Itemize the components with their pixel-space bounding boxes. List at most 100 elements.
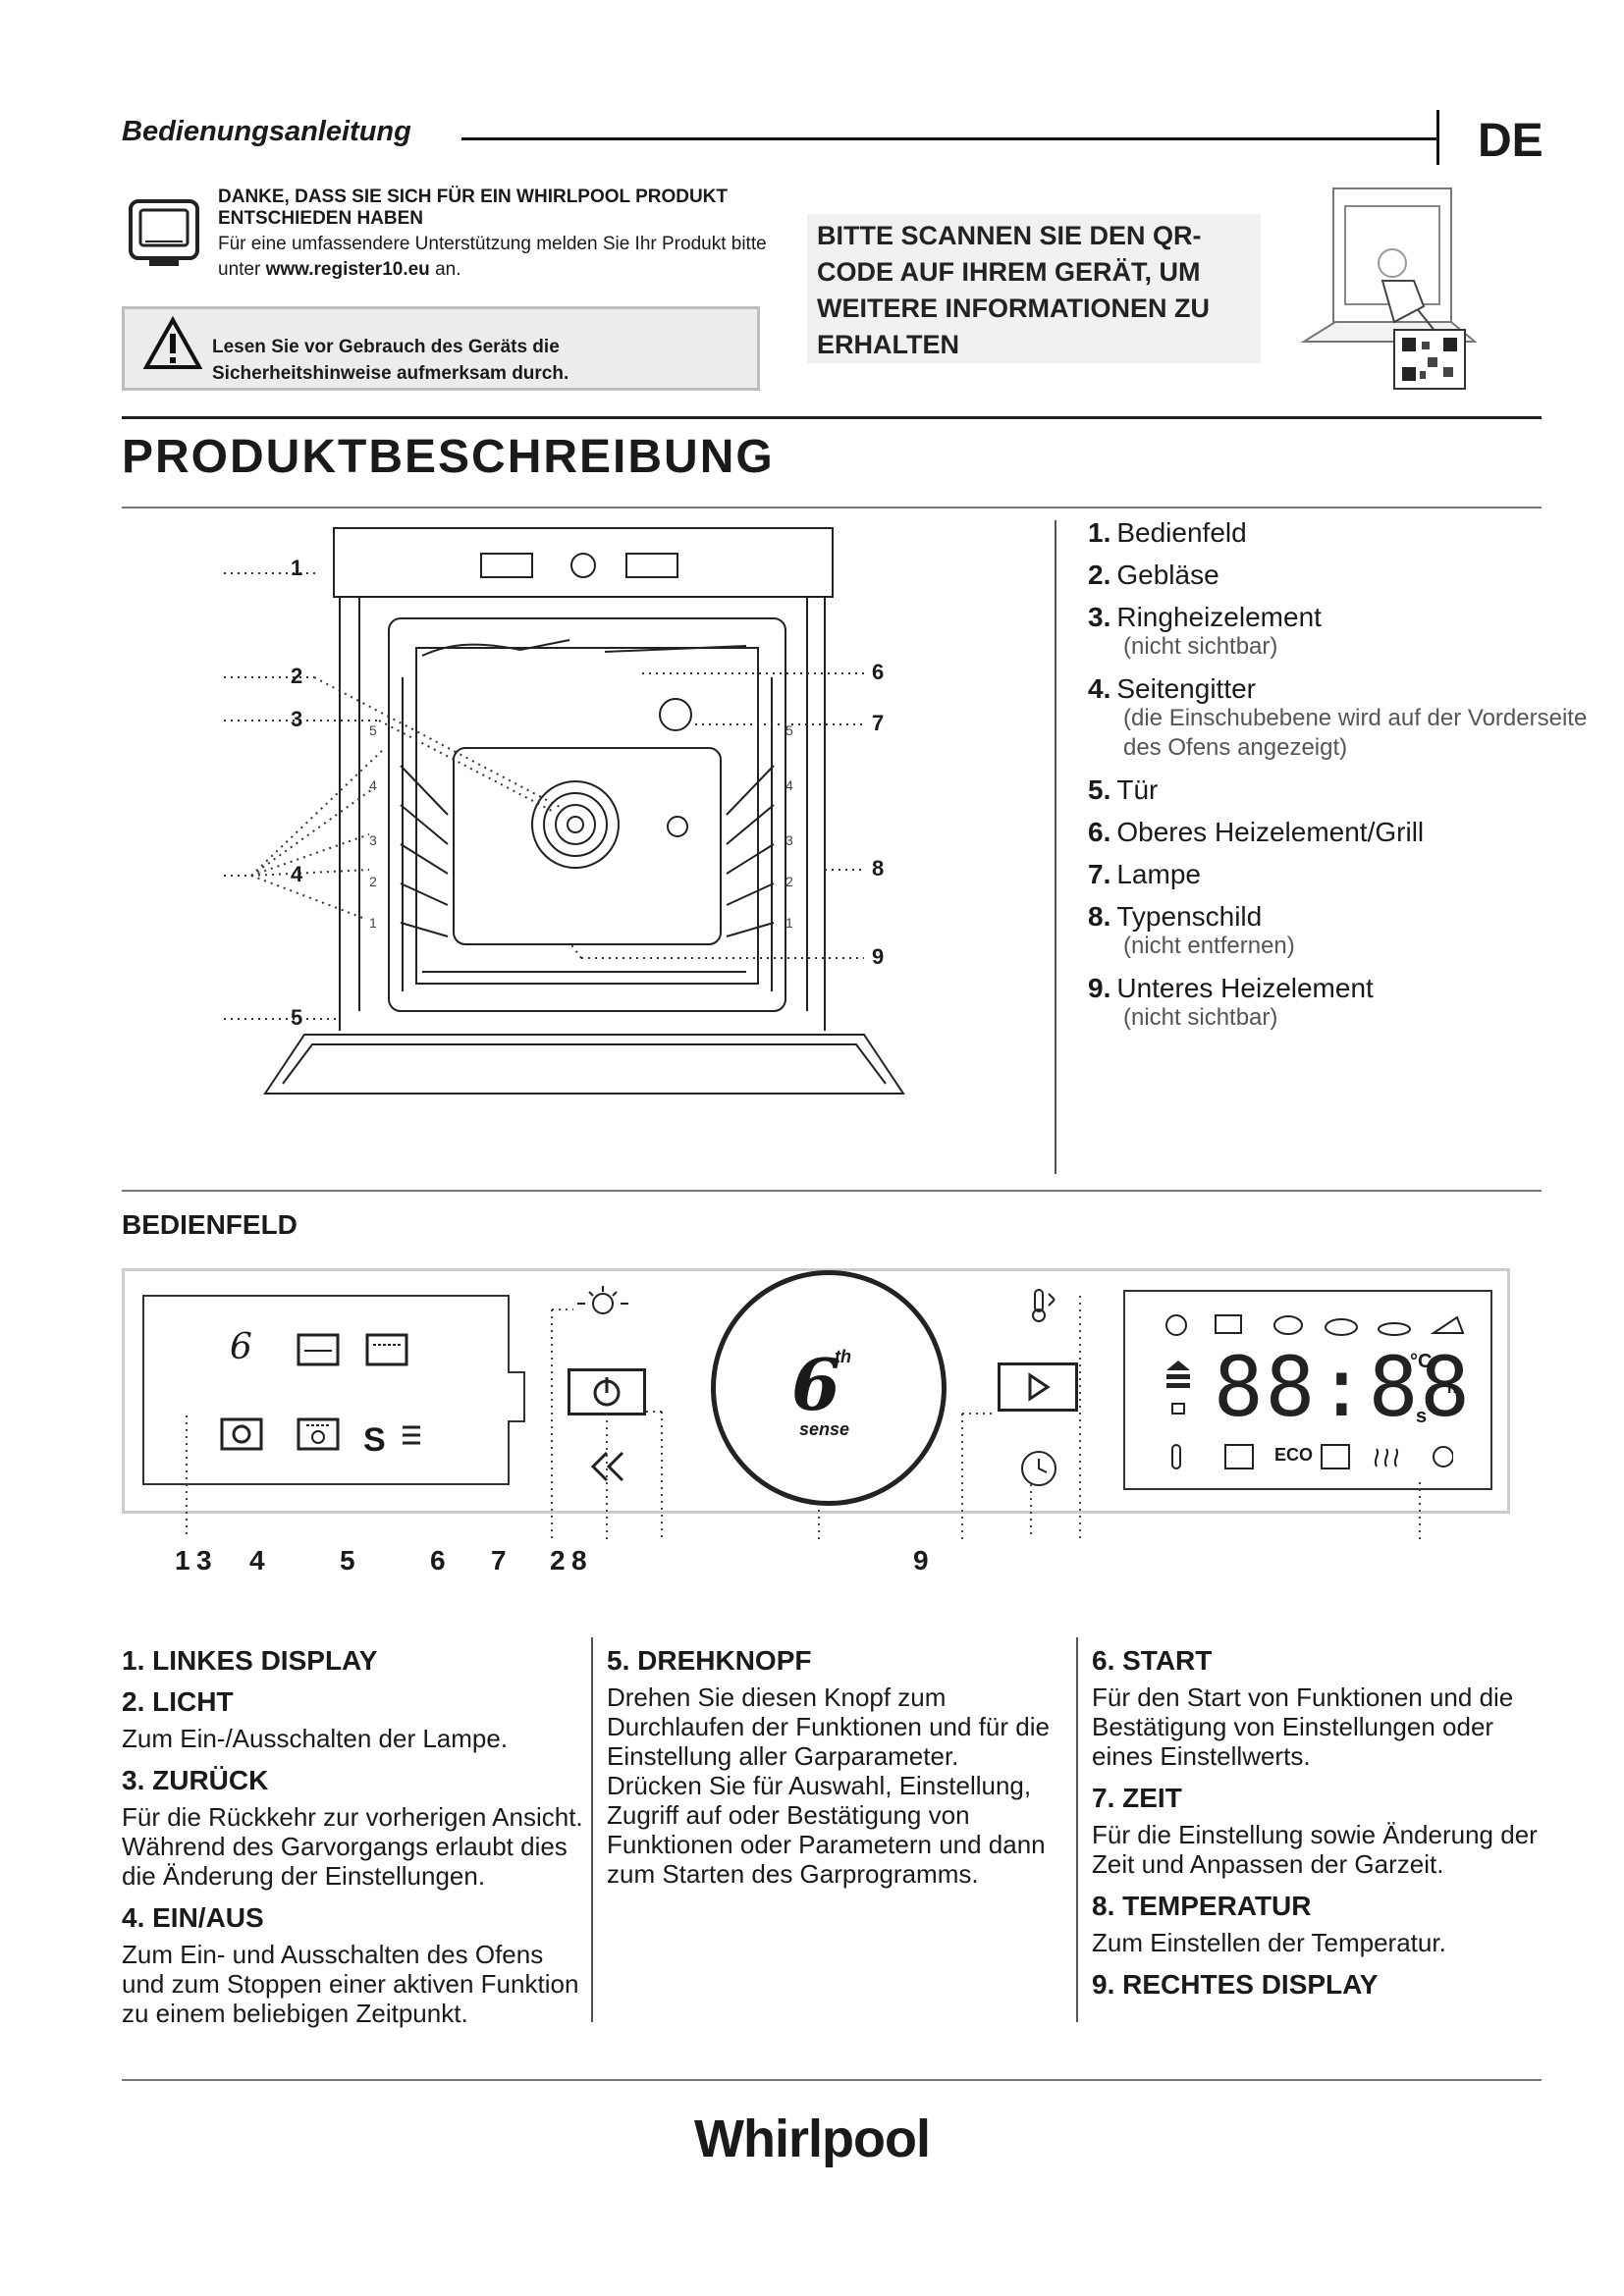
rack-level-left: 5 — [369, 722, 377, 738]
document-label: Bedienungsanleitung — [122, 116, 411, 147]
panel-number: 4 — [249, 1545, 265, 1575]
callout-5: 5 — [291, 1005, 303, 1030]
desc-text: Für den Start von Funktionen und die Bes… — [1092, 1682, 1514, 1771]
panel-number: 9 — [913, 1545, 929, 1575]
rotary-knob[interactable] — [711, 1270, 947, 1506]
callout-4: 4 — [291, 862, 303, 886]
clock-icon[interactable] — [1017, 1447, 1060, 1490]
sixth-sense-small-icon: 6 — [230, 1327, 252, 1367]
register-link[interactable]: www.register10.eu — [265, 259, 430, 280]
callout-3: 3 — [291, 707, 303, 731]
thermometer-icon — [1032, 1289, 1056, 1322]
product-section-title: PRODUKTBESCHREIBUNG — [122, 431, 775, 483]
oven-diagram — [224, 527, 905, 1095]
callout-7: 7 — [872, 711, 885, 735]
legend-item: 2.Gebläse — [1088, 560, 1219, 590]
product-rule-bottom — [122, 1190, 1542, 1192]
rack-level-left: 4 — [369, 777, 377, 793]
knob-label-word: sense — [799, 1419, 850, 1439]
panel-callout-lines — [186, 1296, 1421, 1539]
start-button[interactable] — [998, 1362, 1078, 1412]
function-icons-row — [1171, 1444, 1453, 1469]
panel-number: 5 — [340, 1545, 355, 1575]
panel-section-title: BEDIENFELD — [122, 1209, 298, 1240]
left-display[interactable] — [139, 1292, 528, 1488]
desc-heading: 1. LINKES DISPLAY — [122, 1645, 378, 1676]
desc-divider — [1076, 1637, 1078, 2022]
monitor-icon — [129, 199, 199, 266]
rack-level-right: 4 — [785, 777, 793, 793]
thanks-title: DANKE, DASS SIE SICH FÜR EIN WHIRLPOOL P… — [218, 187, 729, 229]
section-rule — [122, 416, 1542, 419]
desc-heading: 4. EIN/AUS — [122, 1902, 264, 1933]
thanks-body: Für eine umfassendere Unterstützung meld… — [218, 234, 767, 280]
legend-item: 5.Tür — [1088, 774, 1159, 805]
knob-label-number: 6 — [791, 1343, 841, 1426]
whirlpool-logo: Whirlpool — [694, 2109, 931, 2168]
panel-number: 6 — [430, 1545, 446, 1575]
rack-level-right: 3 — [785, 832, 793, 848]
callout-8: 8 — [872, 856, 885, 881]
panel-numbers: 1 3 4 5 6 7 2 8 9 — [122, 1545, 1005, 1584]
rack-level-left: 3 — [369, 832, 377, 848]
callout-2: 2 — [291, 664, 303, 688]
level-bars-icon — [1166, 1361, 1190, 1415]
panel-number: 2 — [550, 1545, 566, 1575]
desc-heading: 9. RECHTES DISPLAY — [1092, 1969, 1379, 2000]
callout-6: 6 — [872, 660, 885, 684]
power-icon — [593, 1377, 621, 1407]
s-menu-icon: S — [363, 1421, 386, 1459]
description-column-2: 5. DREHKNOPF Drehen Sie diesen Knopf zum… — [607, 1637, 1060, 1898]
rack-level-right: 1 — [785, 915, 793, 931]
right-display[interactable] — [1123, 1290, 1492, 1490]
legend-item: 3.Ringheizelement(nicht sichtbar) — [1088, 602, 1322, 661]
product-legend: 1.Bedienfeld 2.Gebläse 3.Ringheizelement… — [1088, 518, 1598, 1045]
desc-heading: 3. ZURÜCK — [122, 1765, 269, 1795]
control-panel — [122, 1268, 1510, 1514]
callout-1: 1 — [291, 556, 303, 580]
footer-rule — [122, 2079, 1542, 2081]
unit-seconds: s — [1416, 1406, 1428, 1427]
desc-text: Für die Einstellung sowie Änderung der Z… — [1092, 1820, 1538, 1879]
desc-text: Zum Einstellen der Temperatur. — [1092, 1928, 1446, 1957]
desc-text: Drehen Sie diesen Knopf zum Durchlaufen … — [607, 1682, 1050, 1889]
legend-item: 8.Typenschild(nicht entfernen) — [1088, 901, 1295, 960]
legend-item: 4.Seitengitter(die Einschubebene wird au… — [1088, 673, 1588, 762]
desc-divider — [591, 1637, 593, 2022]
panel-number: 7 — [491, 1545, 507, 1575]
panel-number: 8 — [571, 1545, 587, 1575]
safety-warning-box — [122, 306, 760, 391]
desc-heading: 8. TEMPERATUR — [1092, 1891, 1312, 1921]
lightbulb-icon — [577, 1286, 628, 1314]
rack-level-right: 2 — [785, 874, 793, 889]
qr-info-text: BITTE SCANNEN SIE DEN QR-CODE AUF IHREM … — [817, 221, 1210, 359]
desc-text: Zum Ein- und Ausschalten des Ofens und z… — [122, 1940, 579, 2028]
knob-label-sup: th — [835, 1347, 851, 1366]
rack-level-right: 5 — [785, 722, 793, 738]
thanks-suffix: an. — [435, 259, 461, 280]
desc-heading: 2. LICHT — [122, 1686, 234, 1717]
legend-item: 7.Lampe — [1088, 859, 1201, 889]
legend-item: 9.Unteres Heizelement(nicht sichtbar) — [1088, 973, 1374, 1032]
product-divider — [1055, 520, 1056, 1174]
back-icon[interactable] — [585, 1449, 632, 1484]
thanks-text: Für eine umfassendere Unterstützung meld… — [218, 232, 768, 283]
description-column-3: 6. START Für den Start von Funktionen un… — [1092, 1637, 1540, 2006]
desc-text: Zum Ein-/Ausschalten der Lampe. — [122, 1724, 509, 1753]
oven-qr-illustration — [1300, 187, 1477, 390]
panel-number: 1 — [175, 1545, 190, 1575]
right-display-digits: 88:88 — [1214, 1339, 1472, 1435]
qr-info-box — [807, 214, 1261, 363]
product-rule-top — [122, 507, 1542, 508]
legend-item: 1.Bedienfeld — [1088, 517, 1247, 548]
rack-level-left: 1 — [369, 915, 377, 931]
unit-celsius: °C — [1410, 1351, 1433, 1372]
desc-heading: 5. DREHKNOPF — [607, 1645, 812, 1676]
callout-9: 9 — [872, 944, 885, 969]
play-icon — [1028, 1372, 1051, 1402]
desc-heading: 7. ZEIT — [1092, 1783, 1182, 1813]
rack-level-left: 2 — [369, 874, 377, 889]
unit-hours: h — [1447, 1380, 1457, 1397]
legend-item: 6.Oberes Heizelement/Grill — [1088, 817, 1425, 847]
warning-icon — [143, 316, 202, 369]
